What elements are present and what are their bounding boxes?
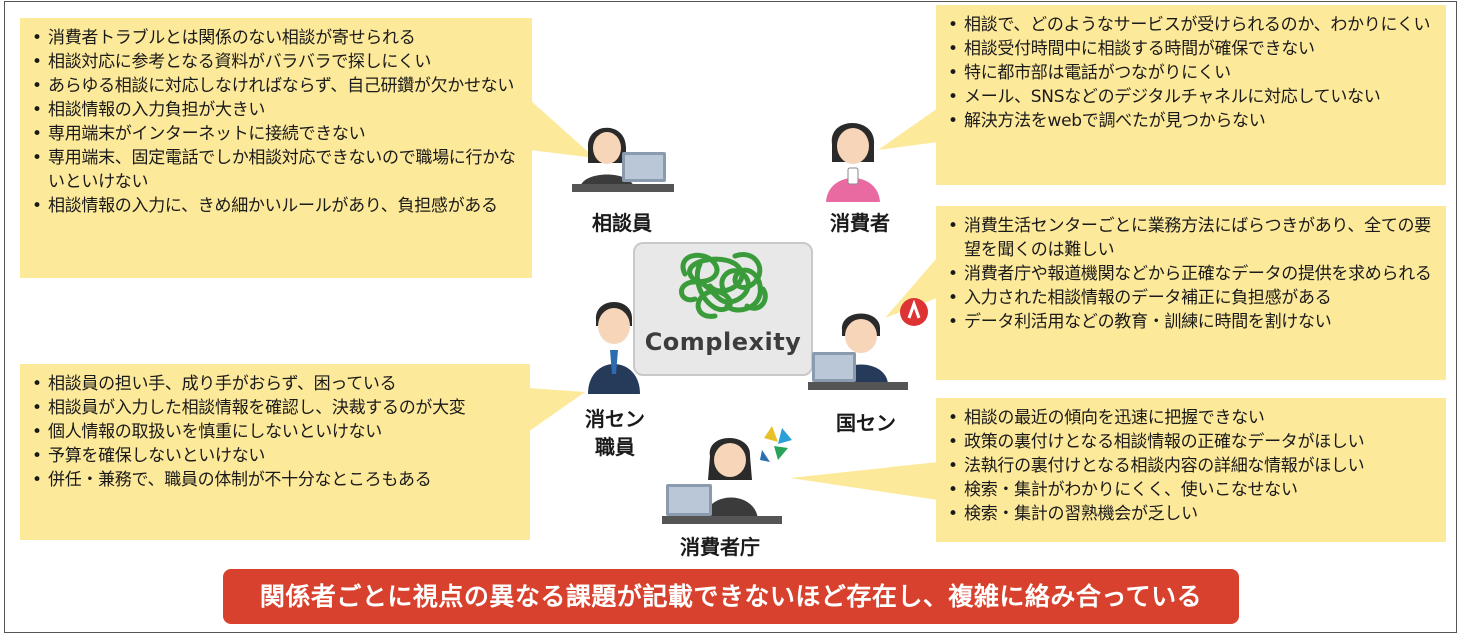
shohishacho-issue: 法執行の裏付けとなる相談内容の詳細な情報がほしい [948,454,1432,478]
diagram-frame [4,1,1457,633]
agency-staff-at-laptop-icon [662,426,792,524]
shohisha-issue: 相談で、どのようなサービスが受けられるのか、わかりにくい [948,13,1432,37]
tangle-icon [679,252,768,319]
tail-kokusen [885,252,942,318]
tail-shosen [528,388,585,432]
label-shohishacho: 消費者庁 [680,535,760,559]
shohisha-issue: 特に都市部は電話がつながりにくい [948,61,1432,85]
soudanin-issue: 専用端末がインターネットに接続できない [32,122,518,146]
complexity-label: Complexity [644,328,802,356]
label-shohisha: 消費者 [830,211,890,235]
tail-soudanin [530,100,595,158]
soudanin-issue: 相談情報の入力負担が大きい [32,98,518,122]
conclusion-banner: 関係者ごとに視点の異なる課題が記載できないほど存在し、複雑に絡み合っている [223,569,1239,624]
kokusen-issues: 消費生活センターごとに業務方法にばらつきがあり、全ての要望を聞くのは難しい 消費… [936,206,1446,380]
shohishacho-issue: 検索・集計の習熟機会が乏しい [948,502,1432,526]
shohisha-issues: 相談で、どのようなサービスが受けられるのか、わかりにくい 相談受付時間中に相談す… [936,5,1446,185]
soudanin-issue: 消費者トラブルとは関係のない相談が寄せられる [32,26,518,50]
kokusen-staff-at-laptop-icon [808,298,928,390]
shosen-issue: 相談員が入力した相談情報を確認し、決裁するのが大変 [32,396,516,420]
label-kokusen: 国セン [836,411,896,435]
counselor-at-laptop-icon [572,127,674,192]
shosen-issue: 予算を確保しないといけない [32,444,516,468]
shosen-issue: 併任・兼務で、職員の体制が不十分なところもある [32,468,516,492]
shosen-issue: 相談員の担い手、成り手がおらず、困っている [32,372,516,396]
shohishacho-issues: 相談の最近の傾向を迅速に把握できない 政策の裏付けとなる相談情報の正確なデータが… [936,398,1446,542]
shohisha-issue: 解決方法をwebで調べたが見つからない [948,109,1432,133]
shohishacho-issue: 相談の最近の傾向を迅速に把握できない [948,406,1432,430]
complexity-illustration: Complexity [633,242,813,376]
tail-shohisha [878,108,938,150]
soudanin-issue: 専用端末、固定電話でしか相談対応できないので職場に行かないといけない [32,146,518,194]
shohishacho-issue: 政策の裏付けとなる相談情報の正確なデータがほしい [948,430,1432,454]
kokusen-issue: 入力された相談情報のデータ補正に負担感がある [948,286,1432,310]
soudanin-issue: あらゆる相談に対応しなければならず、自己研鑽が欠かせない [32,74,518,98]
shohisha-issue: メール、SNSなどのデジタルチャネルに対応していない [948,85,1432,109]
soudanin-issue: 相談情報の入力に、きめ細かいルールがあり、負担感がある [32,194,518,218]
kokusen-issue: 消費者庁や報道機関などから正確なデータの提供を求められる [948,262,1432,286]
kokusen-issue: 消費生活センターごとに業務方法にばらつきがあり、全ての要望を聞くのは難しい [948,214,1432,262]
consumer-with-phone-icon [826,123,880,202]
tail-shohishacho [790,462,938,500]
label-shosen-line2: 職員 [595,435,635,459]
shosen-issues: 相談員の担い手、成り手がおらず、困っている 相談員が入力した相談情報を確認し、決… [20,364,530,540]
center-staff-icon [588,302,640,394]
agency-logo-icon [760,426,792,462]
shohishacho-issue: 検索・集計がわかりにくく、使いこなせない [948,478,1432,502]
shosen-issue: 個人情報の取扱いを慎重にしないといけない [32,420,516,444]
label-shosen-line1: 消セン [585,407,645,431]
kokusen-issue: データ利活用などの教育・訓練に時間を割けない [948,310,1432,334]
shohisha-issue: 相談受付時間中に相談する時間が確保できない [948,37,1432,61]
soudanin-issues: 消費者トラブルとは関係のない相談が寄せられる 相談対応に参考となる資料がバラバラ… [20,18,532,278]
label-soudanin: 相談員 [592,211,652,235]
soudanin-issue: 相談対応に参考となる資料がバラバラで探しにくい [32,50,518,74]
